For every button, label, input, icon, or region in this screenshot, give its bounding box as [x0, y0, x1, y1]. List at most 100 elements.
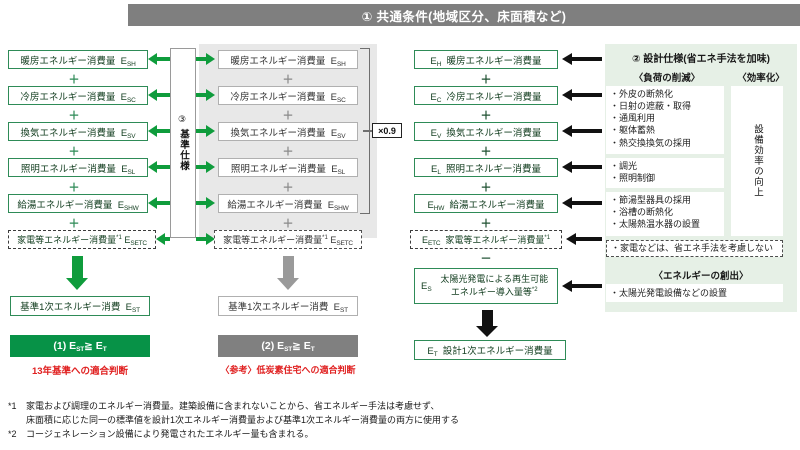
- arrow-stem-mid-2: [196, 93, 208, 97]
- arrow-stem-right-7: [572, 284, 602, 288]
- arrow-stem-right-2: [572, 93, 602, 97]
- design-group1-item-0: ・外皮の断熱化: [610, 89, 674, 99]
- middle-plus-5: ＋: [282, 218, 294, 230]
- left-plus-4: ＋: [68, 182, 80, 194]
- design-creation-heading: 〈エネルギーの創出〉: [653, 271, 749, 282]
- right-plus-3: ＋: [480, 146, 492, 158]
- left-down-arrow: [66, 256, 88, 290]
- arrow-stem-mid-5: [196, 201, 208, 205]
- middle-plus-1: ＋: [282, 74, 294, 86]
- arrow-stem-left-6: [160, 237, 170, 241]
- left-box-cooling: 冷房エネルギー消費量 ESC: [8, 86, 148, 105]
- design-creation-item: ・太陽光発電設備などの設置: [606, 284, 783, 302]
- footnote-1-line1: 家電および調理のエネルギー消費量。建築設備に含まれないことから、省エネルギー手法…: [26, 401, 440, 411]
- left-plus-1: ＋: [68, 74, 80, 86]
- middle-plus-2: ＋: [282, 110, 294, 122]
- arrow-head-mid-1: [206, 53, 215, 65]
- right-minus: －: [480, 253, 492, 265]
- standard-spec-label: 基準仕様: [177, 129, 189, 171]
- middle-box-cooling: 冷房エネルギー消費量 ESC: [218, 86, 358, 105]
- standard-spec-box: ③ 基準仕様: [170, 48, 196, 238]
- arrow-stem-left-3: [152, 129, 170, 133]
- arrow-head-left-2: [148, 89, 157, 101]
- left-result-bar: (1) EST≧ ET: [10, 335, 150, 357]
- right-plus-4: ＋: [480, 182, 492, 194]
- middle-box-lighting: 照明エネルギー消費量 ESL: [218, 158, 358, 177]
- design-group3-item-0: ・節湯型器具の採用: [610, 195, 692, 205]
- right-box-hotwater: EHW 給湯エネルギー消費量: [414, 194, 558, 213]
- right-box-heating: EH 暖房エネルギー消費量: [414, 50, 558, 69]
- right-result-box: ET 設計1次エネルギー消費量: [414, 340, 566, 360]
- design-group3-item-1: ・浴槽の断熱化: [610, 207, 674, 218]
- design-panel-title: ② 設計仕様(省エネ手法を加味): [632, 54, 770, 65]
- right-box-ventilation: EV 換気エネルギー消費量: [414, 122, 558, 141]
- arrow-stem-left-5: [152, 201, 170, 205]
- arrow-stem-right-6: [576, 237, 602, 241]
- arrow-head-left-3: [148, 125, 157, 137]
- design-group1-item-3: ・躯体蓄熱: [610, 125, 656, 136]
- arrow-head-right-3: [562, 125, 572, 137]
- left-box-appliance: 家電等エネルギー消費量*1 ESETC: [8, 230, 156, 249]
- arrow-head-left-1: [148, 53, 157, 65]
- middle-box-ventilation: 換気エネルギー消費量 ESV: [218, 122, 358, 141]
- left-result-box: 基準1次エネルギー消費 EST: [10, 296, 150, 316]
- right-plus-5: ＋: [480, 218, 492, 230]
- right-down-arrow: [476, 310, 498, 337]
- design-group-hotwater: ・節湯型器具の採用 ・浴槽の断熱化 ・太陽熱温水器の設置: [606, 192, 724, 236]
- arrow-head-right-6: [566, 233, 576, 245]
- design-group3-item-2: ・太陽熱温水器の設置: [610, 219, 701, 230]
- middle-box-hotwater: 給湯エネルギー消費量 ESHW: [218, 194, 358, 213]
- standard-spec-number: ③: [177, 114, 189, 124]
- arrow-head-mid-5: [206, 197, 215, 209]
- footnote-2: *2 コージェネレーション設備により発電されたエネルギー量も含まれる。: [8, 428, 313, 442]
- arrow-stem-left-2: [152, 93, 170, 97]
- left-box-hotwater: 給湯エネルギー消費量 ESHW: [8, 194, 148, 213]
- arrow-head-right-2: [562, 89, 572, 101]
- arrow-head-right-1: [562, 53, 572, 65]
- middle-box-heating: 暖房エネルギー消費量 ESH: [218, 50, 358, 69]
- design-group1-item-2: ・通風利用: [610, 113, 656, 124]
- arrow-stem-mid-3: [196, 129, 208, 133]
- design-group1-item-4: ・熱交換換気の採用: [610, 137, 692, 148]
- design-group1-item-1: ・日射の遮蔽・取得: [610, 101, 692, 112]
- design-appliance-note: ・家電などは、省エネ手法を考慮しない: [606, 240, 783, 257]
- right-box-lighting: EL 照明エネルギー消費量: [414, 158, 558, 177]
- left-plus-3: ＋: [68, 146, 80, 158]
- footnote-2-mark: *2: [8, 429, 17, 439]
- left-plus-2: ＋: [68, 110, 80, 122]
- middle-result-bar: (2) EST≧ ET: [218, 335, 358, 357]
- arrow-head-right-5: [562, 197, 572, 209]
- middle-result-box: 基準1次エネルギー消費 EST: [218, 296, 358, 316]
- arrow-stem-right-1: [572, 57, 602, 61]
- left-box-heating: 暖房エネルギー消費量 ESH: [8, 50, 148, 69]
- arrow-stem-right-3: [572, 129, 602, 133]
- arrow-stem-left-1: [152, 57, 170, 61]
- right-box-solar: ES 太陽光発電による再生可能 エネルギー導入量等*2: [414, 268, 558, 304]
- arrow-head-mid-3: [206, 125, 215, 137]
- footnote-1-line2: 床面積に応じた同一の標準値を設計1次エネルギー消費量および基準1次エネルギー消費…: [26, 415, 460, 425]
- design-panel-efficiency-heading: 〈効率化〉: [737, 73, 785, 84]
- right-plus-2: ＋: [480, 110, 492, 122]
- middle-box-appliance: 家電等エネルギー消費量*1 ESETC: [214, 230, 362, 249]
- arrow-stem-mid-6: [196, 237, 208, 241]
- design-efficiency-box: 設備効率の向上: [731, 86, 783, 236]
- arrow-stem-mid-1: [196, 57, 208, 61]
- middle-plus-4: ＋: [282, 182, 294, 194]
- right-box-appliance: EETC 家電等エネルギー消費量*1: [410, 230, 562, 249]
- arrow-head-left-6: [156, 233, 165, 245]
- footnote-2-line1: コージェネレーション設備により発電されたエネルギー量も含まれる。: [26, 429, 314, 439]
- design-group2-item-1: ・照明制御: [610, 173, 656, 184]
- design-group-load: ・外皮の断熱化 ・日射の遮蔽・取得 ・通風利用 ・躯体蓄熱 ・熱交換換気の採用: [606, 86, 724, 154]
- middle-result-caption: 〈参考〉低炭素住宅への適合判断: [220, 365, 356, 375]
- arrow-head-right-4: [562, 161, 572, 173]
- design-group-lighting: ・調光 ・照明制御: [606, 158, 724, 188]
- middle-plus-3: ＋: [282, 146, 294, 158]
- arrow-head-right-7: [562, 280, 572, 292]
- left-box-ventilation: 換気エネルギー消費量 ESV: [8, 122, 148, 141]
- arrow-head-mid-6: [206, 233, 215, 245]
- design-panel-load-heading: 〈負荷の削減〉: [633, 73, 701, 84]
- header-banner: ① 共通条件(地域区分、床面積など): [128, 4, 800, 26]
- multiplier-label: ×0.9: [372, 123, 402, 138]
